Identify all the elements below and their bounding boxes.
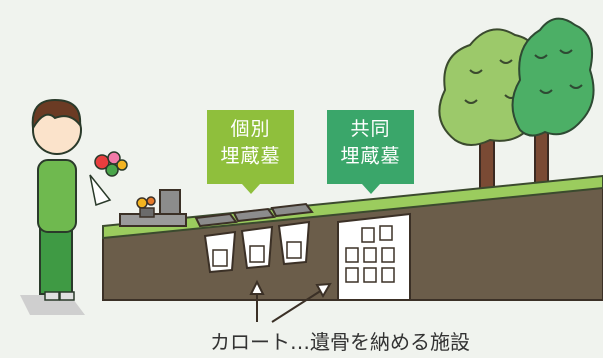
urn-icon xyxy=(212,241,302,267)
shared-label-pointer xyxy=(362,184,380,194)
individual-label-pointer xyxy=(242,184,260,194)
shared-label-line1: 共同 xyxy=(350,118,391,140)
gravestone-icon xyxy=(119,189,187,227)
arrow-icon xyxy=(249,279,332,323)
person-with-bouquet-icon xyxy=(20,98,128,315)
carote-caption: カロート…遺骨を納める施設 xyxy=(210,330,470,354)
individual-burial-label: 個別 埋蔵墓 xyxy=(207,110,294,184)
tree-icon xyxy=(511,17,595,191)
individual-label-line2: 埋蔵墓 xyxy=(220,145,281,167)
shared-label-line2: 埋蔵墓 xyxy=(340,145,401,167)
shared-burial-label: 共同 埋蔵墓 xyxy=(327,110,414,184)
grave-lid xyxy=(194,202,314,228)
individual-label-line1: 個別 xyxy=(230,118,271,140)
urn-icon xyxy=(345,225,395,283)
